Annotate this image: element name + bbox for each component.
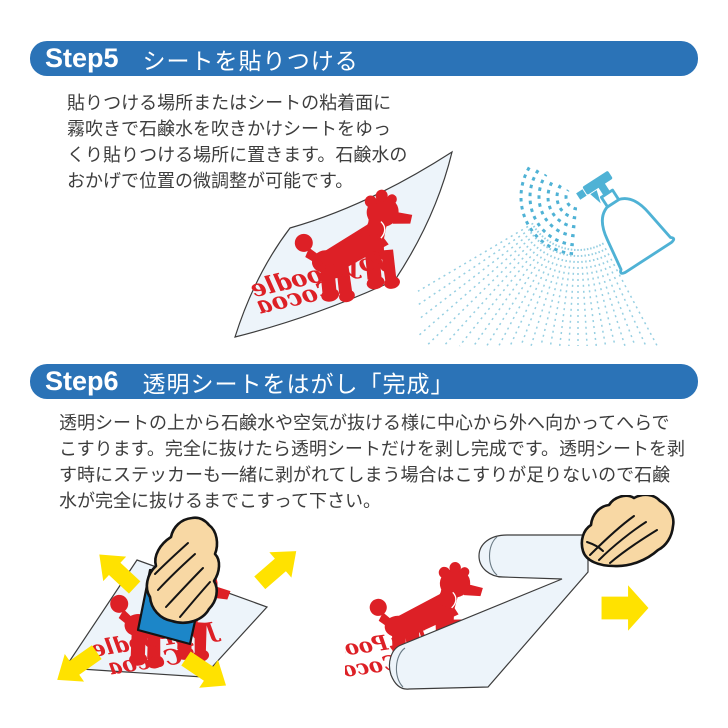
step6-line3: す時にステッカーも一緒に剥がれてしまう場合はこすりが足りないので石鹸 bbox=[59, 465, 671, 485]
step6-line4: 水が完全に抜けるまでこすって下さい。 bbox=[59, 491, 382, 511]
arrow-up-right bbox=[248, 538, 308, 596]
step5-line3: くり貼りつける場所に置きます。石鹸水の bbox=[67, 145, 408, 165]
step6-badge: Step6 bbox=[45, 366, 119, 396]
step5-illustration: Joy,Poodle Cocoa bbox=[234, 150, 676, 347]
step6-peeling-illustration: Joy,Poodle Cocoa bbox=[345, 495, 675, 690]
step5-line4: おかげで位置の微調整が可能です。 bbox=[67, 171, 354, 191]
spray-bottle bbox=[576, 171, 676, 275]
step5-line1: 貼りつける場所またはシートの粘着面に bbox=[67, 93, 392, 113]
hand-peeling bbox=[580, 495, 675, 568]
step6-squeegee-illustration: Joy,Poodle Cocoa bbox=[47, 516, 308, 700]
step6-title: 透明シートをはがし「完成」 bbox=[142, 370, 455, 397]
step6-header-bar: Step6 透明シートをはがし「完成」 bbox=[30, 364, 698, 399]
step6-body-text: 透明シートの上から石鹸水や空気が抜ける様に中心から外へ向かってへらで こすります… bbox=[59, 410, 685, 514]
step5-title: シートを貼りつける bbox=[142, 47, 359, 74]
step6-line1: 透明シートの上から石鹸水や空気が抜ける様に中心から外へ向かってへらで bbox=[59, 413, 670, 433]
spray-mist bbox=[417, 163, 658, 347]
step6-line2: こすります。完全に抜けたら透明シートだけを剥し完成です。透明シートを剥 bbox=[59, 439, 686, 459]
step5-badge: Step5 bbox=[45, 43, 119, 73]
step5-header-bar: Step5 シートを貼りつける bbox=[30, 41, 698, 76]
step5-body-text: 貼りつける場所またはシートの粘着面に 霧吹きで石鹸水を吹きかけシートをゆっ くり… bbox=[67, 90, 407, 194]
step5-line2: 霧吹きで石鹸水を吹きかけシートをゆっ bbox=[67, 119, 391, 139]
transparent-sheet-peeling bbox=[388, 534, 589, 690]
hand-rubbing bbox=[145, 516, 221, 625]
arrow-right bbox=[601, 585, 649, 631]
